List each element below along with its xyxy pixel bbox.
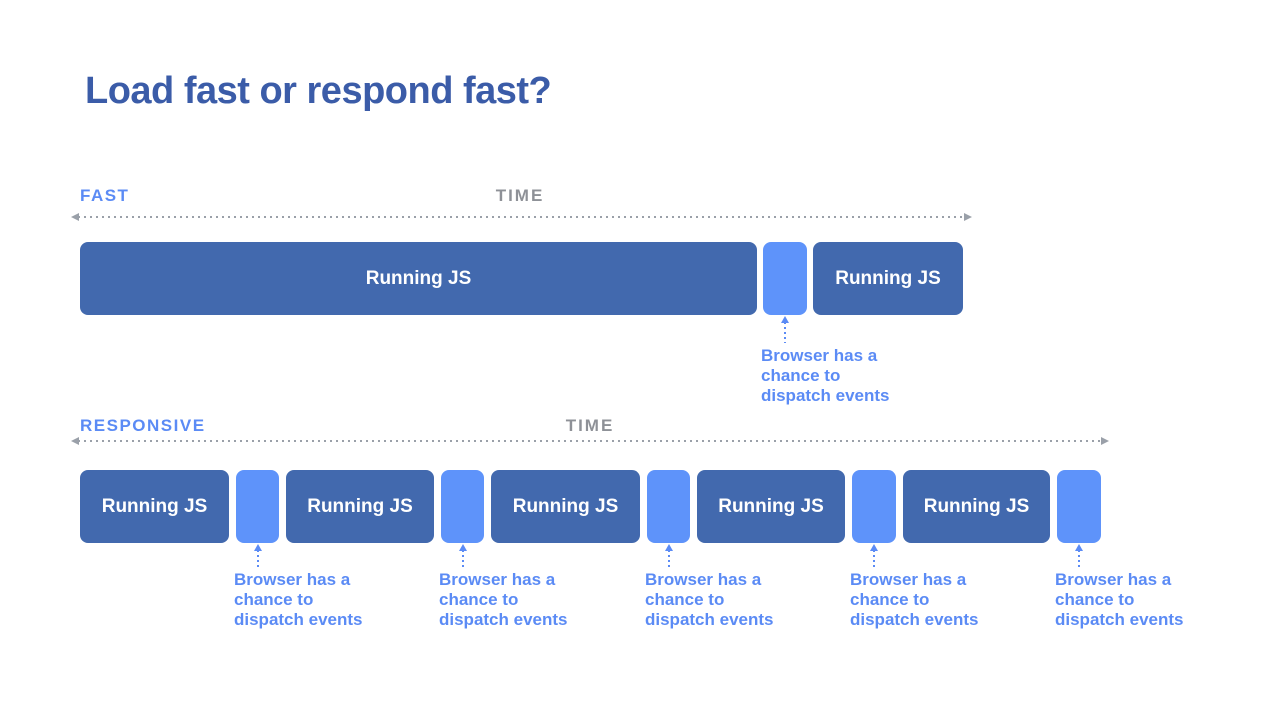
event-dispatch-gap-block: [236, 470, 279, 543]
note-line: chance to: [439, 590, 519, 609]
dotted-up-arrow-icon: [664, 544, 673, 567]
event-dispatch-gap-block: [763, 242, 807, 315]
dotted-up-arrow-icon: [870, 544, 878, 567]
running-js-block: Running JS: [697, 470, 845, 543]
event-dispatch-gap-block: [441, 470, 484, 543]
running-js-block: Running JS: [80, 242, 757, 315]
timeline-label: FAST: [80, 186, 130, 205]
note-line: dispatch events: [645, 610, 774, 629]
note-line: chance to: [645, 590, 725, 609]
note-line: Browser has a: [1055, 570, 1172, 589]
note-line: chance to: [1055, 590, 1135, 609]
note-line: Browser has a: [439, 570, 556, 589]
dotted-up-arrow-icon: [253, 544, 262, 567]
page-title: Load fast or respond fast?: [85, 70, 552, 112]
note-line: dispatch events: [850, 610, 979, 629]
time-axis-label: TIME: [565, 416, 615, 435]
note-line: Browser has a: [645, 570, 762, 589]
note-line: Browser has a: [761, 346, 878, 365]
note-line: dispatch events: [761, 386, 890, 405]
event-dispatch-gap-block: [647, 470, 690, 543]
note-line: dispatch events: [1055, 610, 1184, 629]
time-axis-label: TIME: [495, 186, 545, 205]
running-js-block: Running JS: [80, 470, 229, 543]
dotted-up-arrow-icon: [1075, 544, 1083, 567]
dotted-up-arrow-icon: [458, 544, 467, 567]
running-js-block: Running JS: [491, 470, 640, 543]
note-line: Browser has a: [234, 570, 351, 589]
time-axis-arrow: [71, 437, 1109, 445]
note-line: chance to: [234, 590, 314, 609]
note-line: Browser has a: [850, 570, 967, 589]
running-js-block: Running JS: [286, 470, 434, 543]
dotted-up-arrow-icon: [781, 316, 789, 343]
running-js-block: Running JS: [903, 470, 1050, 543]
event-dispatch-gap-block: [1057, 470, 1101, 543]
timeline-label: RESPONSIVE: [80, 416, 206, 435]
time-axis-arrow: [71, 213, 972, 221]
note-line: chance to: [850, 590, 930, 609]
running-js-block: Running JS: [813, 242, 963, 315]
note-line: dispatch events: [234, 610, 363, 629]
event-dispatch-gap-block: [852, 470, 896, 543]
note-line: dispatch events: [439, 610, 568, 629]
note-line: chance to: [761, 366, 841, 385]
